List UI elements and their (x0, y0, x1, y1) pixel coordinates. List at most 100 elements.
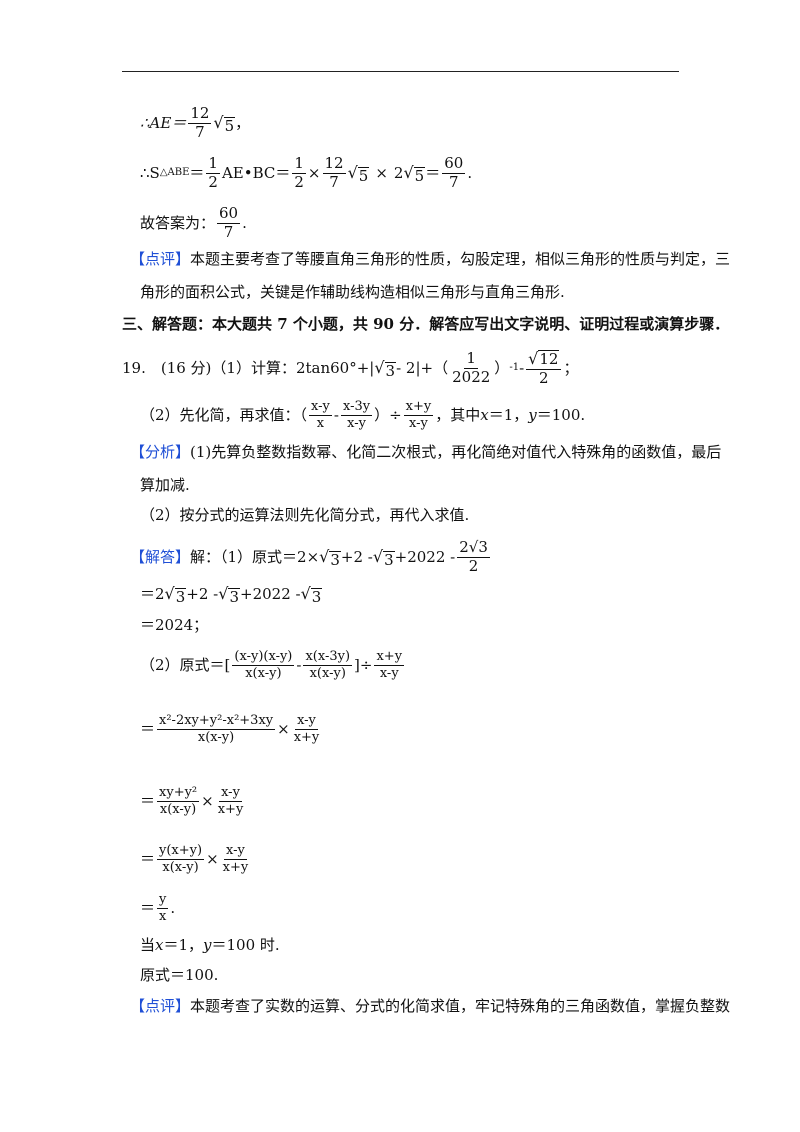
punct: ， (235, 114, 251, 133)
sqrt: √3 (319, 547, 341, 569)
var-x: x (155, 936, 164, 954)
numerator: 1 (206, 154, 220, 174)
header-rule (122, 71, 679, 72)
solution-text: 原式＝100. (140, 966, 219, 984)
radicand: 3 (310, 587, 323, 606)
var-y: y (528, 406, 537, 425)
solution-text: ＝2024； (140, 616, 209, 634)
comment-line-3: 【点评】本题考查了实数的运算、分式的化简求值，牢记特殊角的三角函数值，掌握负整数 (130, 995, 730, 1017)
denominator: x+y (217, 801, 244, 817)
numerator: x-y (224, 843, 247, 860)
solution-text: 当 (140, 936, 156, 954)
equals: ＝ (140, 792, 156, 811)
comment-tag: 【点评】 (130, 250, 191, 268)
denominator: 7 (195, 122, 205, 141)
solution-text: +2 - (186, 585, 219, 603)
times: × (375, 164, 388, 183)
minus: - (519, 359, 525, 378)
solution-text: （2）原式＝[ (140, 656, 231, 675)
numerator: x-y (309, 399, 332, 416)
comment-text: 本题主要考查了等腰直角三角形的性质，勾股定理，相似三角形的性质与判定，三 (190, 250, 731, 268)
solution-text: +2 - (340, 548, 373, 567)
analysis-line-3: （2）按分式的运算法则先化简分式，再代入求值. (140, 504, 469, 526)
numerator: (x-y)(x-y) (232, 649, 295, 666)
times: × (201, 792, 214, 811)
sqrt: √3 (164, 584, 187, 606)
fraction: x(x-3y)x(x-y) (303, 650, 353, 681)
denominator: 2 (468, 556, 479, 575)
section-heading: 三、解答题：本大题共 7 个小题，共 90 分．解答应写出文字说明、证明过程或演… (122, 313, 729, 335)
denominator: x-y (409, 415, 428, 431)
minus: - (333, 406, 339, 425)
numerator: 60 (442, 154, 466, 174)
therefore: ∴ (140, 164, 150, 183)
solution-text: ＝2 (140, 585, 165, 603)
numerator: x-y (295, 713, 318, 730)
ae-label: ∴AE＝ (140, 114, 187, 133)
equals: ＝ (140, 850, 156, 869)
analysis-line-2: 算加减. (140, 474, 190, 496)
question-text: （2）先化简，再求值：（ (140, 406, 308, 425)
denominator: x (316, 415, 325, 431)
denominator: x(x-y) (162, 859, 199, 875)
numerator: x-y (219, 785, 242, 802)
radicand: 3 (228, 587, 240, 606)
sqrt: √5 (213, 113, 236, 135)
numerator: 12 (322, 154, 346, 174)
denominator: 2 (294, 172, 304, 191)
numerator: x+y (403, 399, 434, 416)
analysis-text: （2）按分式的运算法则先化简分式，再代入求值. (140, 506, 470, 524)
punct: . (242, 214, 247, 233)
punct: . (467, 164, 473, 183)
question-text: - 2|+（ (396, 359, 449, 378)
radicand: 3 (329, 550, 341, 569)
analysis-line-1: 【分析】(1)先算负整数指数幂、化简二次根式，再化简绝对值代入特殊角的函数值，最… (130, 441, 721, 463)
section-title: 三、解答题：本大题共 7 个小题，共 90 分．解答应写出文字说明、证明过程或演… (122, 315, 730, 333)
comment-text: 角形的面积公式，关键是作辅助线构造相似三角形与直角三角形. (140, 283, 565, 301)
sqrt: √3 (372, 547, 395, 569)
subscript: △ABE (159, 167, 190, 179)
numerator: x²-2xy+y²-x²+3xy (157, 713, 276, 730)
comment-line-2: 角形的面积公式，关键是作辅助线构造相似三角形与直角三角形. (140, 281, 565, 303)
denominator: x(x-y) (159, 801, 197, 817)
comment-tag: 【点评】 (130, 997, 191, 1015)
solution-tag: 【解答】 (130, 548, 191, 567)
question-text: ，其中 (435, 406, 481, 425)
var-x: x (480, 406, 489, 425)
solution-text: +2022 - (394, 548, 456, 567)
comment-line-1: 【点评】本题主要考查了等腰直角三角形的性质，勾股定理，相似三角形的性质与判定，三 (130, 248, 730, 270)
numerator: xy+y² (157, 785, 200, 802)
question-text: 19. (16 分)（1）计算：2tan60°+| (122, 359, 375, 378)
times: × (307, 164, 321, 183)
sqrt: √3 (300, 584, 323, 606)
fraction: y(x+y)x(x-y) (157, 844, 205, 875)
radicand: 5 (413, 166, 426, 185)
solution-line-2: ＝2 √3 +2 - √3 +2022 - √3 (140, 583, 323, 606)
divide: ）÷ (374, 406, 402, 425)
denominator: x(x-y) (309, 665, 346, 681)
equals: ＝ (425, 164, 441, 183)
sqrt: √5 (347, 163, 370, 185)
answer-label: 故答案为： (140, 214, 216, 233)
coefficient: 2 (393, 164, 404, 183)
radicand: 12 (538, 350, 560, 368)
